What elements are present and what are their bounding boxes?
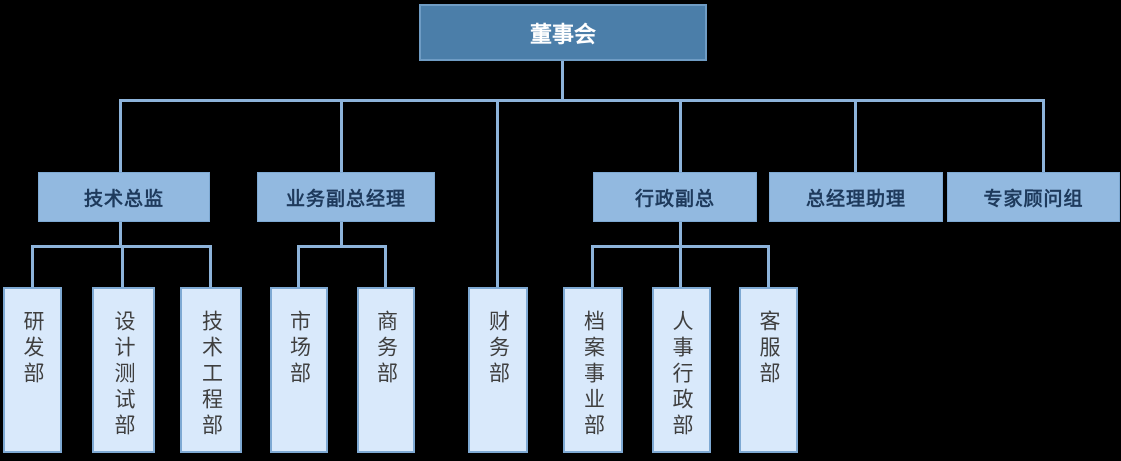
connector-drop-customer-service-dept [767,245,770,288]
org-node-board-label: 董事会 [529,21,596,47]
connector-drop-tech-eng-dept [209,245,212,288]
org-node-commerce-dept-label: 商务部 [374,310,398,388]
connector-drop-marketing-dept [297,245,300,288]
org-node-hr-admin-dept: 人事行政部 [652,287,711,453]
org-node-archives-dept: 档案事业部 [563,287,623,453]
org-node-board: 董事会 [419,4,707,61]
org-node-tech-director: 技术总监 [38,172,210,222]
connector-business-stem [340,222,343,248]
org-node-rd-dept: 研发部 [3,287,62,453]
org-node-rd-dept-label: 研发部 [21,310,44,388]
org-node-business-vp: 业务副总经理 [257,172,435,222]
org-node-admin-vp: 行政副总 [593,172,757,222]
org-node-marketing-dept: 市场部 [270,287,328,453]
org-node-archives-dept-label: 档案事业部 [581,310,605,440]
org-node-expert-group: 专家顾问组 [947,172,1120,222]
connector-drop-design-test-dept [121,245,124,288]
connector-drop-rd-dept [31,245,34,288]
org-node-design-test-dept: 设计测试部 [92,287,155,453]
connector-drop-finance-dept [496,99,499,288]
org-node-tech-director-label: 技术总监 [83,188,164,210]
connector-drop-admin-vp [679,99,682,173]
org-node-customer-service-dept: 客服部 [739,287,798,453]
org-node-admin-vp-label: 行政副总 [634,188,715,210]
connector-drop-archives-dept [591,245,594,288]
connector-business-rail [297,245,387,248]
org-node-design-test-dept-label: 设计测试部 [112,310,135,440]
connector-drop-gm-assistant [854,99,857,173]
org-node-marketing-dept-label: 市场部 [287,310,311,388]
org-node-finance-dept: 财务部 [468,287,528,453]
org-node-business-vp-label: 业务副总经理 [285,188,406,210]
connector-drop-commerce-dept [384,245,387,288]
org-node-customer-service-dept-label: 客服部 [757,310,780,388]
connector-admin-stem [679,222,682,248]
org-node-tech-eng-dept-label: 技术工程部 [199,310,223,440]
connector-tech-stem [119,222,122,248]
org-node-tech-eng-dept: 技术工程部 [180,287,242,453]
org-node-finance-dept-label: 财务部 [486,310,510,388]
org-node-hr-admin-dept-label: 人事行政部 [670,310,693,440]
org-node-expert-group-label: 专家顾问组 [983,188,1084,210]
connector-drop-expert-group [1042,99,1045,173]
connector-drop-tech-director [119,99,122,173]
connector-drop-hr-admin-dept [679,245,682,288]
org-node-gm-assistant-label: 总经理助理 [805,188,906,210]
org-node-commerce-dept: 商务部 [357,287,415,453]
connector-drop-business-vp [340,99,343,173]
org-node-gm-assistant: 总经理助理 [769,172,943,222]
connector-main-rail [119,99,1045,102]
connector-root-drop [561,59,564,101]
